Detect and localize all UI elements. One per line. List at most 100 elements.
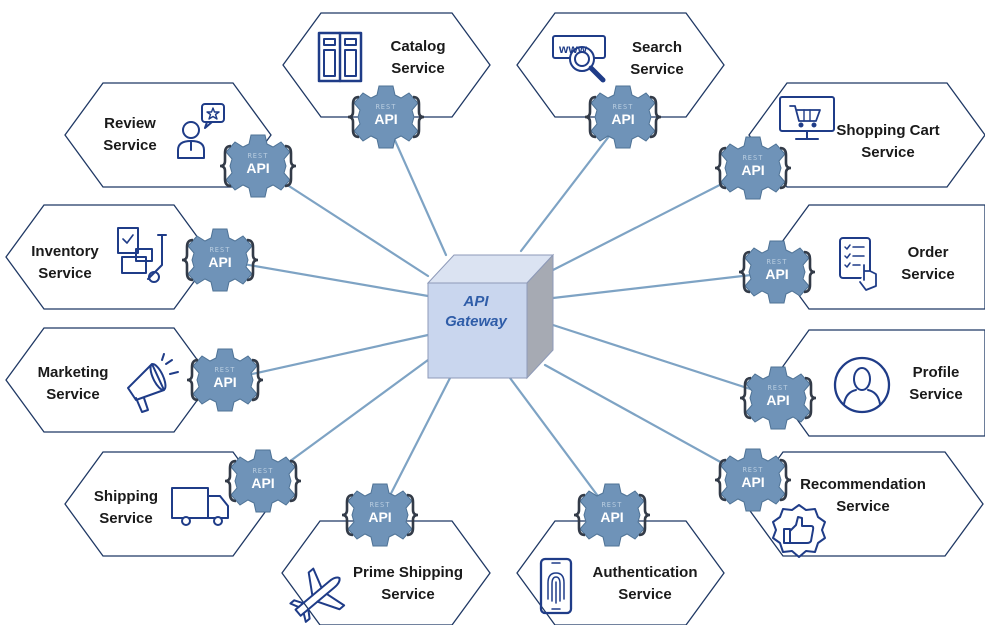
fingerprint-phone-icon [539,557,573,615]
marketing-hexagon [5,327,213,433]
inventory-connector [218,258,430,298]
checklist-icon [839,237,877,291]
review-right-brace [284,144,297,188]
shipping-hexagon [64,451,272,557]
search-left-brace [584,95,597,139]
order-rest-text: REST [767,258,788,266]
profile-right-brace [804,376,817,420]
catalog-left-brace [347,95,360,139]
megaphone-icon [127,353,179,413]
search-rest-text: REST [613,103,634,111]
authentication-right-brace [638,493,651,537]
authentication-left-brace [573,493,586,537]
review-label-line-1: Review [104,115,156,132]
authentication-api-text: API [600,509,623,525]
airplane-icon [289,567,346,623]
gateway-line-1: API [463,293,489,310]
marketing-connector [223,333,430,382]
marketing-rest-text: REST [215,366,236,374]
prime-shipping-api-text: API [368,509,391,525]
shopping-cart-service-label: Shopping Cart Service [832,120,944,164]
order-label-line-2: Service [901,266,955,283]
recommendation-connector [543,363,755,482]
shopping-cart-monitor-icon [779,96,835,140]
inventory-label-line-2: Service [38,265,92,282]
gateway-line-2: Gateway [445,313,507,330]
prime-shipping-service-label: Prime Shipping Service [344,562,472,606]
inventory-rest-text: REST [210,246,231,254]
profile-connector [551,323,780,400]
shopping-cart-api-text: API [741,162,764,178]
hand-truck-icon [117,227,167,283]
catalog-icon [317,31,363,83]
recommendation-service-label: Recommendation Service [796,474,930,518]
search-label-line-2: Service [630,61,684,78]
profile-label-line-2: Service [909,386,963,403]
shipping-rest-text: REST [253,467,274,475]
catalog-label-line-1: Catalog [390,38,446,55]
search-label-line-1: Search [631,39,683,56]
inventory-left-brace [181,238,194,282]
catalog-api-text: API [374,111,397,127]
marketing-left-brace [186,358,199,402]
profile-icon [833,356,891,414]
catalog-service-label: Catalog Service [378,36,458,80]
recommendation-label-line-2: Service [836,498,890,515]
delivery-truck-icon [171,487,229,526]
recommendation-rest-text: REST [743,466,764,474]
shopping-cart-hexagon [748,82,985,188]
catalog-rest-text: REST [376,103,397,111]
shipping-label-line-2: Service [99,510,153,527]
search-right-brace [649,95,662,139]
order-connector [551,270,779,300]
recommendation-right-brace [779,458,792,502]
authentication-label-line-1: Authentication [592,564,698,581]
prime-shipping-left-brace [341,493,354,537]
profile-rest-text: REST [768,384,789,392]
shipping-label-line-1: Shipping [93,488,159,505]
order-api-text: API [765,266,788,282]
order-left-brace [738,250,751,294]
recommendation-api-text: API [741,474,764,490]
shopping-cart-right-brace [779,146,792,190]
search-service-label: Search Service [614,37,700,81]
inventory-right-brace [246,238,259,282]
marketing-right-brace [251,358,264,402]
authentication-rest-text: REST [602,501,623,509]
prime-shipping-label-line-2: Service [381,586,435,603]
api-gateway-label: API Gateway [428,292,524,332]
shopping-cart-left-brace [714,146,727,190]
profile-service-label: Profile Service [892,362,980,406]
marketing-service-label: Marketing Service [30,362,116,406]
profile-api-text: API [766,392,789,408]
inventory-service-label: Inventory Service [22,241,108,285]
shopping-cart-label-line-1: Shopping Cart [836,122,940,139]
shopping-cart-label-line-2: Service [861,144,915,161]
shopping-cart-rest-text: REST [743,154,764,162]
inventory-hexagon [5,204,213,310]
prime-shipping-label-line-1: Prime Shipping [352,564,463,581]
catalog-right-brace [412,95,425,139]
review-rest-text: REST [248,152,269,160]
catalog-label-line-2: Service [391,60,445,77]
authentication-hexagon [516,520,725,625]
search-api-text: API [611,111,634,127]
review-person-icon [177,103,225,159]
inventory-label-line-1: Inventory [31,243,99,260]
order-service-label: Order Service [882,242,974,286]
prime-shipping-right-brace [406,493,419,537]
marketing-label-line-1: Marketing [37,364,109,381]
inventory-api-text: API [208,254,231,270]
order-label-line-1: Order [907,244,949,261]
search-hexagon [516,12,725,118]
